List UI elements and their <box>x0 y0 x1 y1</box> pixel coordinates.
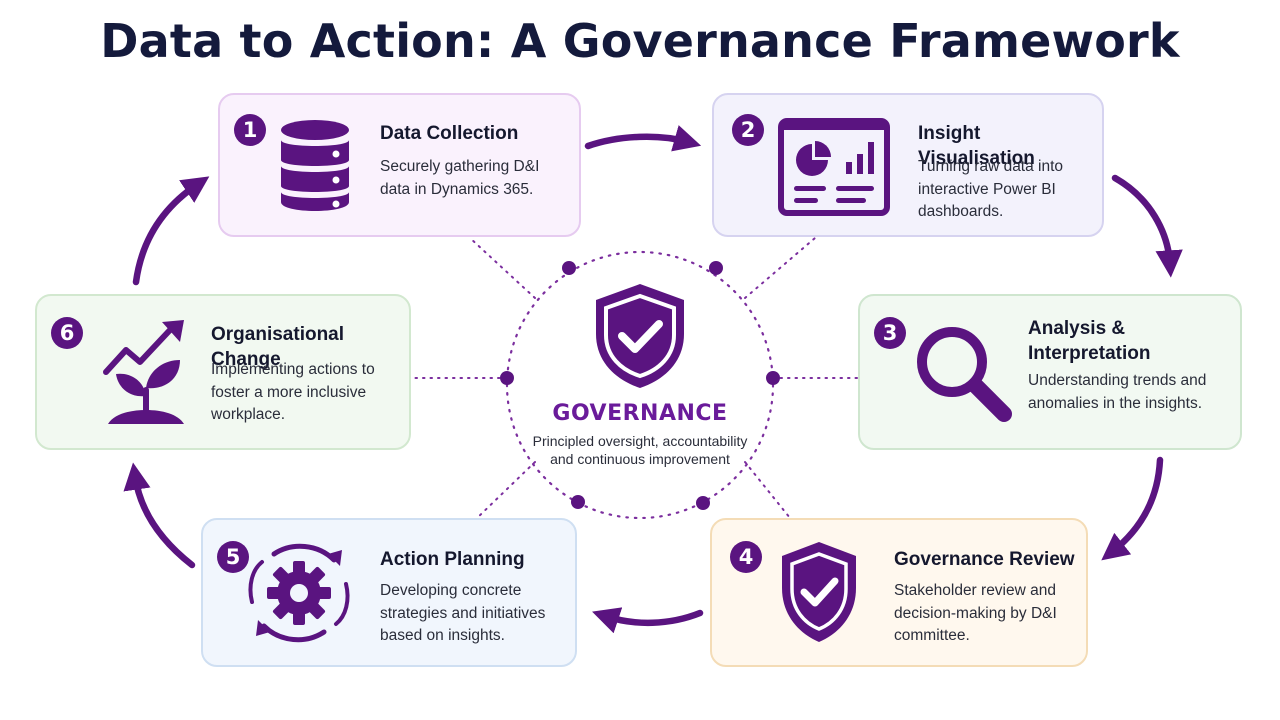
step-description-governance-review: Stakeholder review and decision-making b… <box>894 582 1057 644</box>
step-number-2: 2 <box>732 114 764 146</box>
step-card-data-collection <box>218 93 581 237</box>
step-description-data-collection: Securely gathering D&I data in Dynamics … <box>380 158 540 198</box>
shield-check-icon <box>782 542 856 642</box>
step-card-insight-visualisation <box>712 93 1104 237</box>
dashboard-icon <box>778 118 890 216</box>
step-title-data-collection: Data Collection <box>380 123 519 144</box>
step-title-analysis-interpretation: Analysis & Interpretation <box>1028 318 1151 364</box>
governance-description: Principled oversight, accountability and… <box>532 433 748 467</box>
governance-title: GOVERNANCE <box>552 401 728 426</box>
step-description-analysis-interpretation: Understanding trends and anomalies in th… <box>1028 372 1207 412</box>
arrow-4-to-5 <box>592 607 704 634</box>
database-icon <box>281 120 349 211</box>
step-title-organisational-change: Organisational Change <box>211 324 345 370</box>
step-card-organisational-change <box>35 294 411 450</box>
step-card-governance-review <box>710 518 1088 667</box>
ring-nodes <box>500 261 780 510</box>
dotted-spokes <box>411 237 861 521</box>
step-description-action-planning: Developing concrete strategies and initi… <box>380 582 546 644</box>
step-title-action-planning: Action Planning <box>380 549 525 570</box>
arrow-2-to-3 <box>1111 174 1183 278</box>
step-card-action-planning <box>201 518 577 667</box>
growth-plant-icon <box>103 320 184 424</box>
step-number-6: 6 <box>51 317 83 349</box>
gear-cycle-icon <box>248 543 350 643</box>
cycle-arrows <box>123 125 1183 634</box>
step-number-3: 3 <box>874 317 906 349</box>
step-number-4: 4 <box>730 541 762 573</box>
magnifier-icon <box>917 327 1012 422</box>
step-title-governance-review: Governance Review <box>894 549 1075 570</box>
step-description-insight-visualisation: Turning raw data into interactive Power … <box>918 158 1064 220</box>
arrow-1-to-2 <box>584 125 702 152</box>
step-number-5: 5 <box>217 541 249 573</box>
step-description-organisational-change: Implementing actions to foster a more in… <box>211 361 375 423</box>
step-title-insight-visualisation: Insight Visualisation <box>918 123 1035 169</box>
arrow-3-to-4 <box>1101 456 1164 561</box>
shield-check-icon <box>596 284 684 388</box>
page-title: Data to Action: A Governance Framework <box>100 14 1180 68</box>
step-number-1: 1 <box>234 114 266 146</box>
arrow-5-to-6 <box>123 462 196 569</box>
arrow-6-to-1 <box>132 176 210 286</box>
